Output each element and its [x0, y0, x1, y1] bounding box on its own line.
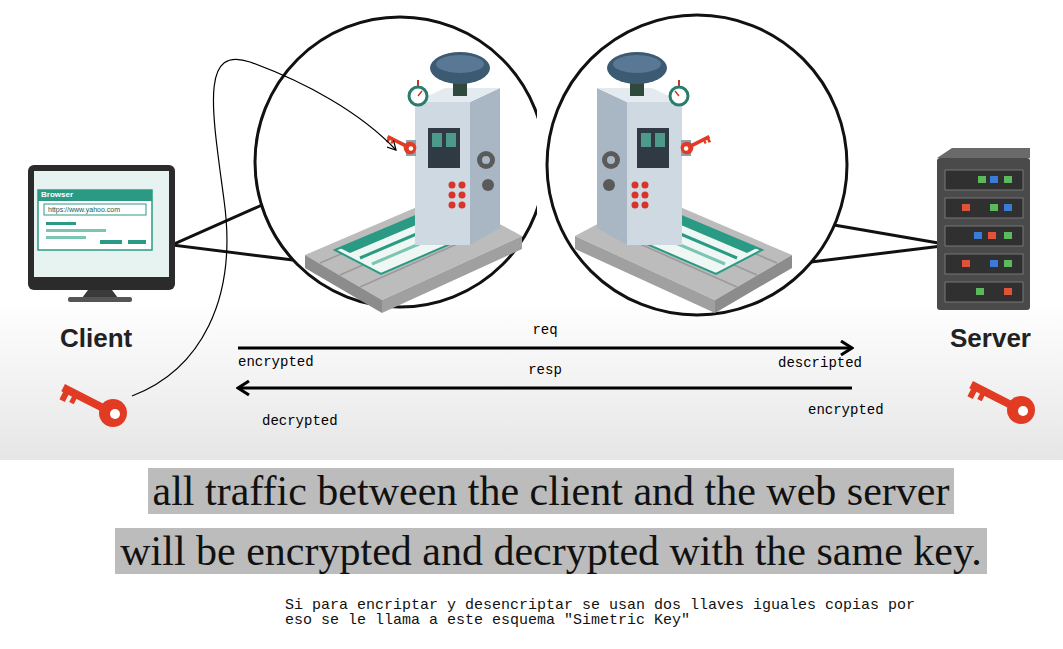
end-note: encrypted: [808, 402, 884, 418]
end-note: descripted: [778, 355, 862, 371]
subtitle-caption: all traffic between the client and the w…: [115, 468, 986, 574]
node-url: https://www.yahoo.com: [48, 205, 120, 215]
edge-label: req: [532, 322, 557, 338]
client-node: Browser https://www.yahoo.comClient: [22, 160, 238, 400]
server-node: Server: [852, 140, 1048, 400]
arrow-connector: [238, 347, 852, 350]
arrow-connector: [238, 387, 852, 390]
node-label: Browser: [41, 190, 73, 200]
browser-window: Browser https://www.yahoo.com: [38, 190, 152, 250]
handwritten-note: Si para encriptar y desencriptar se usan…: [285, 598, 925, 628]
node-label: Server: [950, 323, 1031, 353]
node-label: Client: [60, 323, 132, 353]
end-note: decrypted: [262, 413, 338, 429]
edge-label: resp: [528, 362, 562, 378]
end-note: encrypted: [238, 354, 314, 370]
